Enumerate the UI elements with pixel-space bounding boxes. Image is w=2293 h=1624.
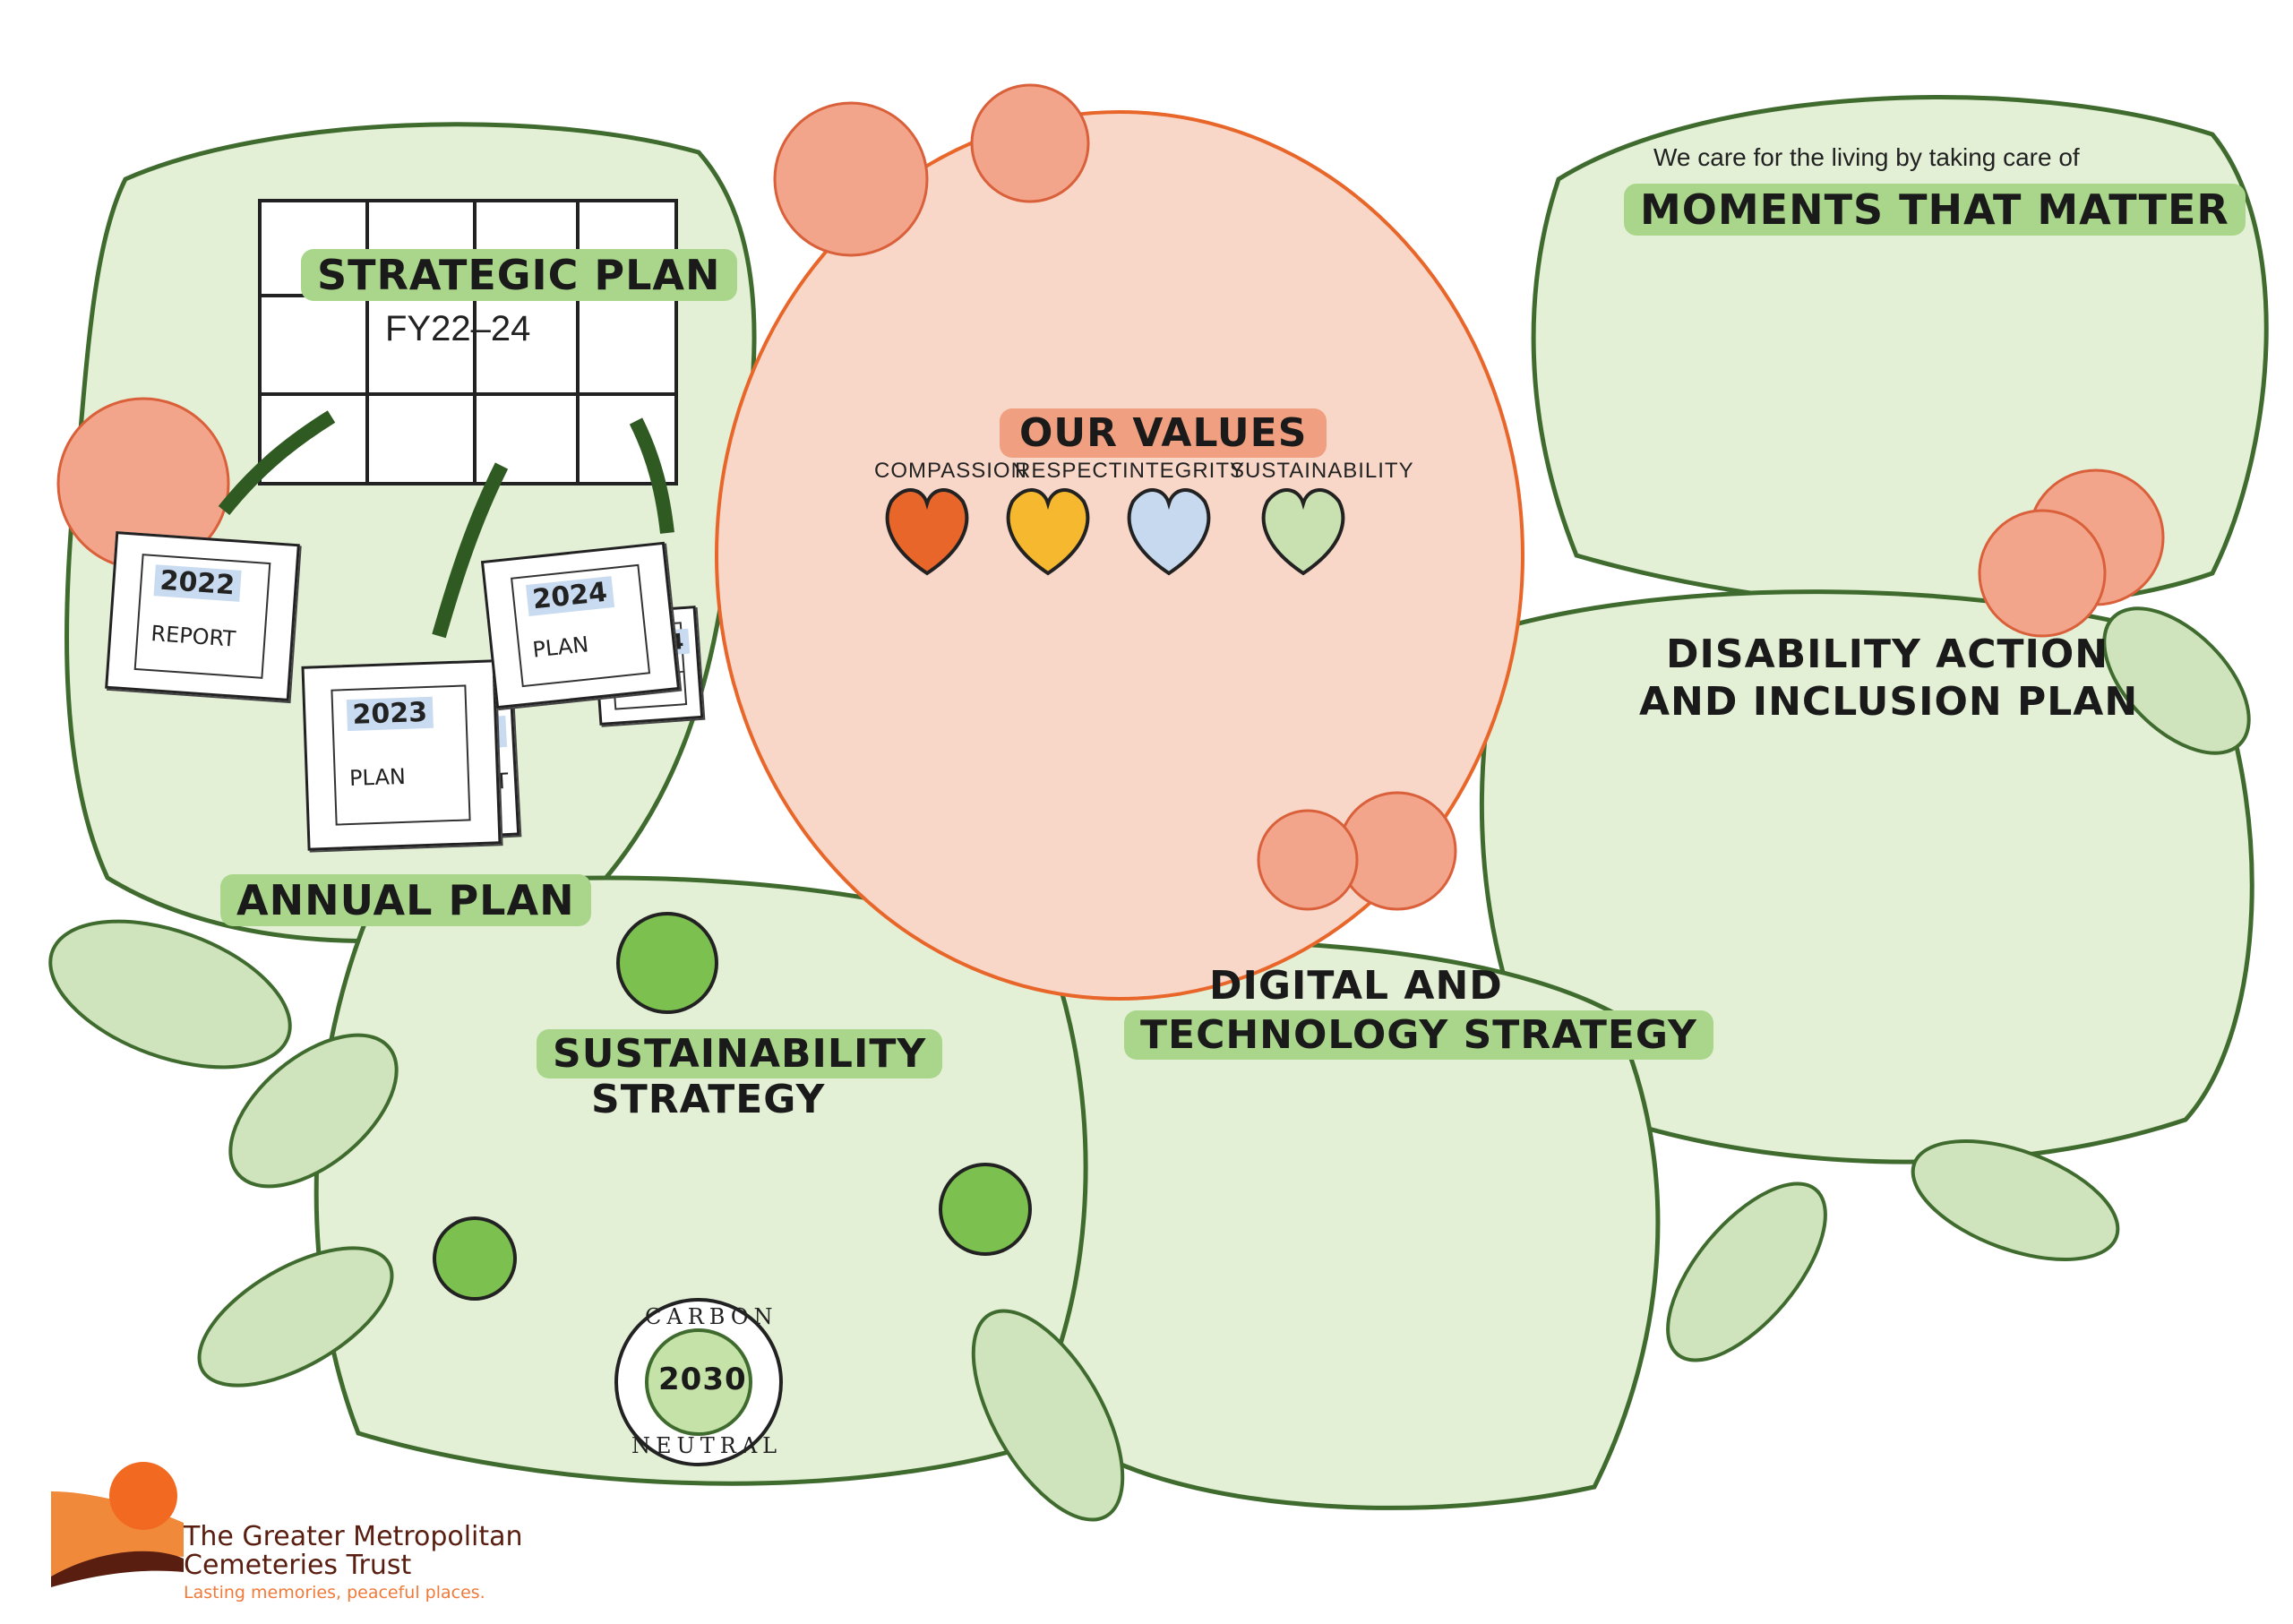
value-label-sustainability: SUSTAINABILITY (1230, 459, 1414, 483)
hands-heart-icon (885, 488, 969, 576)
value-label-integrity: INTEGRITY (1122, 459, 1246, 483)
logo-mark (51, 1462, 184, 1587)
logo-text: The Greater Metropolitan Cemeteries Trus… (184, 1523, 523, 1605)
disability-title-line1: DISABILITY ACTION (1666, 632, 2109, 677)
carbon-badge-bottom: NEUTRAL (631, 1433, 783, 1458)
strategic-plan-title: STRATEGIC PLAN (301, 249, 737, 301)
value-label-compassion: COMPASSION (874, 459, 1027, 483)
value-hearts (885, 488, 1345, 576)
digital-title-line1: DIGITAL AND (1209, 963, 1503, 1009)
plan-2024: 2024 PLAN (480, 541, 681, 709)
decorative-leaves (48, 606, 2251, 1522)
carbon-badge-year: 2030 (658, 1362, 747, 1397)
carbon-badge-top: CARBON (645, 1304, 778, 1329)
values-title: OUR VALUES (1000, 408, 1327, 458)
strategic-plan-period: FY22–24 (385, 309, 531, 348)
handshake-heart-icon (1127, 488, 1211, 576)
check-circles (433, 912, 1032, 1301)
carbon-neutral-badge (614, 1298, 783, 1466)
annual-plan-title: ANNUAL PLAN (220, 874, 591, 926)
progress-arrows (218, 410, 674, 639)
digital-title-line2: TECHNOLOGY STRATEGY (1124, 1010, 1713, 1060)
values-circle (715, 110, 1524, 1001)
logo-line1: The Greater Metropolitan (184, 1521, 523, 1552)
moments-title: MOMENTS THAT MATTER (1624, 184, 2246, 236)
value-label-respect: RESPECT (1015, 459, 1123, 483)
sustainability-title-line2: STRATEGY (591, 1077, 826, 1122)
roses (56, 83, 2165, 911)
moments-subtitle: We care for the living by taking care of (1653, 143, 2080, 171)
logo-line2: Cemeteries Trust (184, 1550, 412, 1581)
report-2022: 2022 REPORT (105, 531, 300, 701)
logo-tagline: Lasting memories, peaceful places. (184, 1583, 485, 1603)
people-heart-icon (1006, 488, 1090, 576)
sustainability-title-line1: SUSTAINABILITY (537, 1029, 943, 1078)
disability-title-line2: AND INCLUSION PLAN (1639, 679, 2139, 725)
plan-2023: 2023 PLAN (301, 659, 502, 851)
leaf-heart-icon (1261, 488, 1345, 576)
